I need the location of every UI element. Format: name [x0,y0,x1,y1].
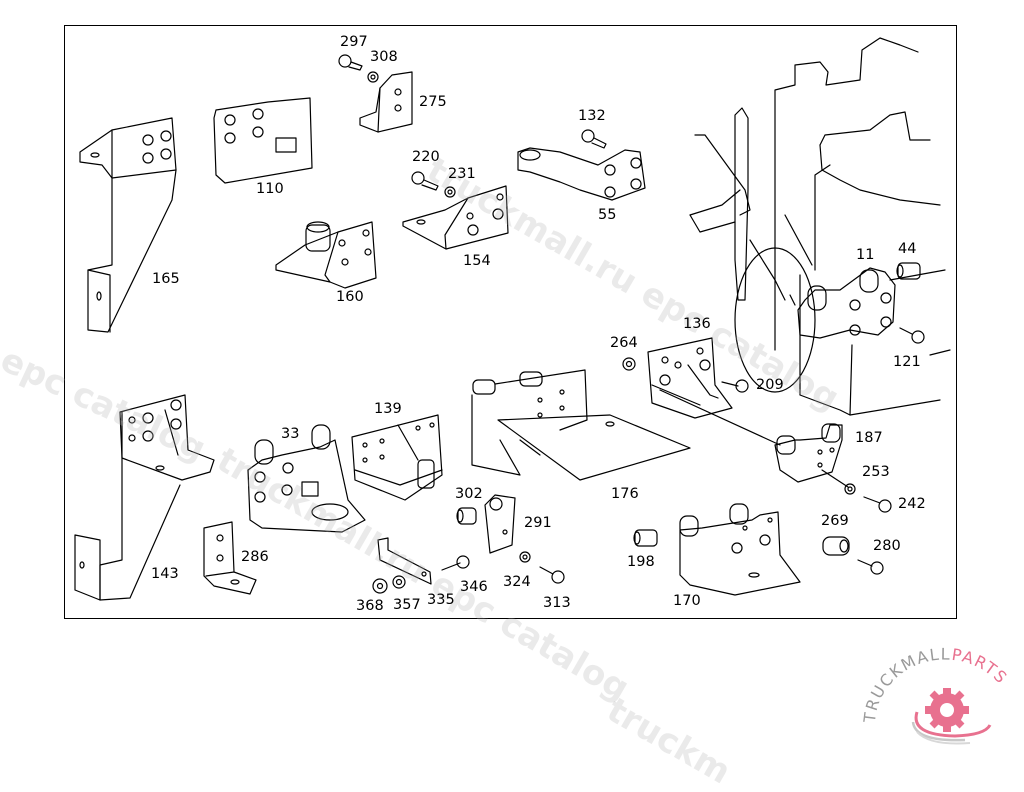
part-label-253[interactable]: 253 [862,464,890,480]
logo-brand-part-2: PARTS [951,645,1012,688]
part-187-bracket [774,423,849,488]
part-label-308[interactable]: 308 [370,49,398,65]
part-11-engine-mount [797,267,896,339]
nut-368 [372,578,388,594]
part-label-220[interactable]: 220 [412,149,440,165]
leader-line [659,389,781,446]
bolt-132 [581,129,607,149]
part-label-346[interactable]: 346 [460,579,488,595]
part-label-269[interactable]: 269 [821,513,849,529]
washer-308 [367,71,379,83]
part-165-bracket [79,117,177,333]
bolt-121 [899,327,925,344]
part-286-angle-bracket [203,521,257,595]
part-label-139[interactable]: 139 [374,401,402,417]
bolt-220 [411,171,439,191]
gear-icon [925,688,969,732]
part-label-160[interactable]: 160 [336,289,364,305]
part-291-link [484,494,516,554]
part-label-176[interactable]: 176 [611,486,639,502]
part-label-231[interactable]: 231 [448,166,476,182]
part-label-209[interactable]: 209 [756,377,784,393]
bolt-280 [857,559,884,575]
part-label-297[interactable]: 297 [340,34,368,50]
diagram-frame [64,25,957,619]
part-335-strip [377,537,432,585]
part-170-bracket [679,503,801,596]
part-label-198[interactable]: 198 [627,554,655,570]
part-label-313[interactable]: 313 [543,595,571,611]
part-label-132[interactable]: 132 [578,108,606,124]
washer-231 [444,186,456,198]
bolt-313 [539,566,565,584]
part-label-264[interactable]: 264 [610,335,638,351]
part-143-bracket [74,394,215,601]
part-label-170[interactable]: 170 [673,593,701,609]
part-label-335[interactable]: 335 [427,592,455,608]
part-label-154[interactable]: 154 [463,253,491,269]
washer-253 [844,483,856,495]
washer-324 [519,551,531,563]
part-55-engine-mount-arm [517,147,646,201]
part-label-368[interactable]: 368 [356,598,384,614]
part-275-bracket [359,71,413,133]
engine-block-outline [689,37,951,416]
part-33-bracket [247,424,366,533]
washer-357 [392,575,406,589]
part-label-110[interactable]: 110 [256,181,284,197]
bolt-297 [338,54,363,71]
part-160-bracket [275,221,377,289]
part-label-291[interactable]: 291 [524,515,552,531]
part-label-187[interactable]: 187 [855,430,883,446]
part-label-275[interactable]: 275 [419,94,447,110]
bushing-44 [896,262,921,280]
part-label-357[interactable]: 357 [393,597,421,613]
part-label-280[interactable]: 280 [873,538,901,554]
bushing-302 [456,507,477,525]
bolt-209 [721,379,749,393]
part-176-bracket-assembly [471,369,691,481]
part-label-286[interactable]: 286 [241,549,269,565]
swoosh-icon [911,711,992,745]
part-139-bracket [351,414,443,501]
part-label-44[interactable]: 44 [898,241,917,257]
part-label-55[interactable]: 55 [598,207,617,223]
bolt-346 [441,555,470,571]
part-136-bracket [647,337,733,419]
truckmall-parts-logo: TRUCKMALLPARTS [855,640,1024,750]
nut-264 [622,357,636,371]
part-label-165[interactable]: 165 [152,271,180,287]
part-110-plate [213,97,313,184]
parts-diagram-art [74,37,951,601]
bushing-198 [633,529,658,547]
part-label-33[interactable]: 33 [281,426,300,442]
part-label-302[interactable]: 302 [455,486,483,502]
part-label-324[interactable]: 324 [503,574,531,590]
part-label-11[interactable]: 11 [856,247,875,263]
spacer-269 [822,536,850,556]
part-label-143[interactable]: 143 [151,566,179,582]
part-154-bracket [402,185,509,250]
part-label-121[interactable]: 121 [893,354,921,370]
part-label-136[interactable]: 136 [683,316,711,332]
part-label-242[interactable]: 242 [898,496,926,512]
bolt-242 [863,496,892,513]
